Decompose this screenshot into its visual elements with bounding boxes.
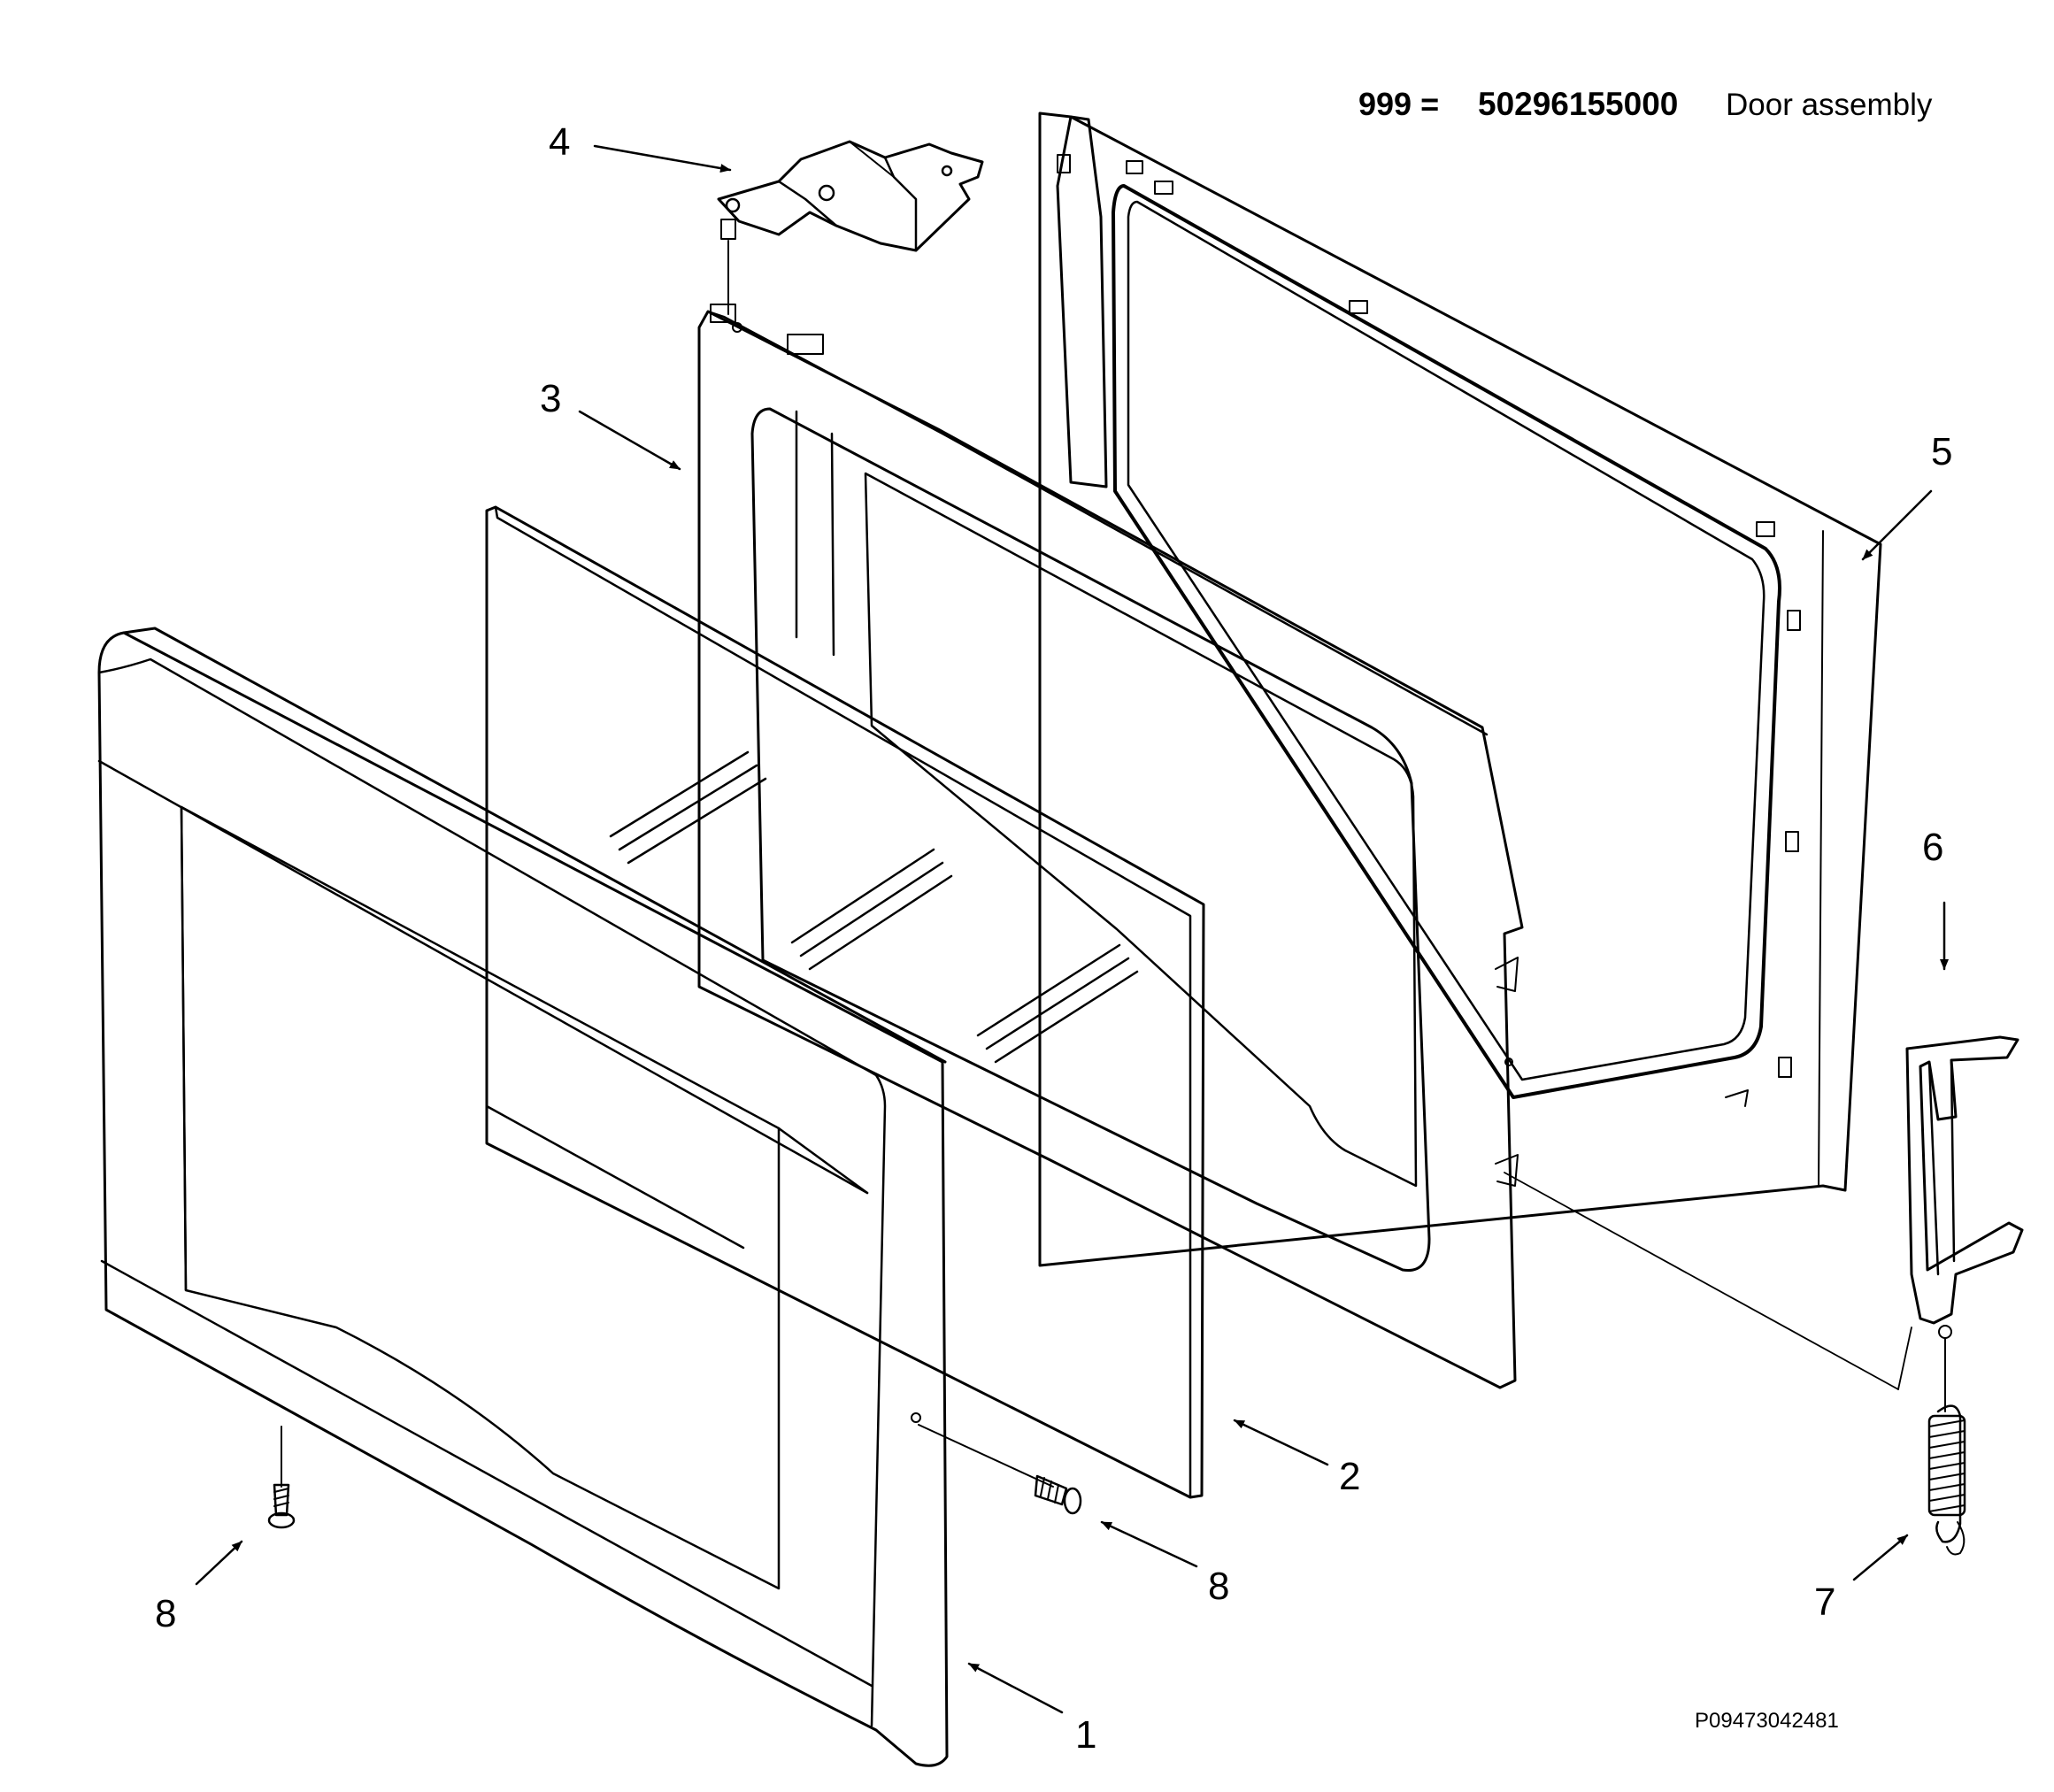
latch-alignment-line (1504, 1172, 1899, 1390)
callout-8-side: 8 (1208, 1565, 1229, 1608)
part-4-hinge (717, 140, 984, 315)
part-7-spring (1927, 1404, 1966, 1556)
callout-5: 5 (1931, 430, 1952, 473)
header-ref: 999 = (1358, 86, 1439, 122)
part-6-latch-hook (1905, 1035, 2024, 1412)
title-block: 999 = 50296155000 Door assembly (1358, 86, 1933, 122)
callout-4: 4 (549, 120, 570, 164)
callout-1: 1 (1075, 1713, 1096, 1757)
callout-arrows (195, 144, 1949, 1714)
part-5-door-frame (1038, 112, 1882, 1267)
callout-6: 6 (1922, 826, 1943, 869)
callout-labels: 1 2 3 4 5 6 7 8 8 (155, 120, 1952, 1757)
latch-alignment-line-2 (1897, 1327, 1912, 1390)
part-1-outer-frame (97, 627, 1054, 1767)
part-8-screw-side (1034, 1474, 1082, 1515)
callout-2: 2 (1339, 1455, 1360, 1498)
part-2-glass-panel (485, 505, 1205, 1499)
part-8-screw-bottom (267, 1426, 296, 1529)
callout-8-bottom: 8 (155, 1592, 176, 1635)
part-3-inner-panel (697, 304, 1524, 1389)
drawing-code: P09473042481 (1695, 1709, 1839, 1733)
callout-3: 3 (540, 377, 561, 420)
callout-7: 7 (1814, 1580, 1835, 1624)
header-part-number: 50296155000 (1478, 86, 1678, 122)
header-description: Door assembly (1726, 88, 1933, 122)
